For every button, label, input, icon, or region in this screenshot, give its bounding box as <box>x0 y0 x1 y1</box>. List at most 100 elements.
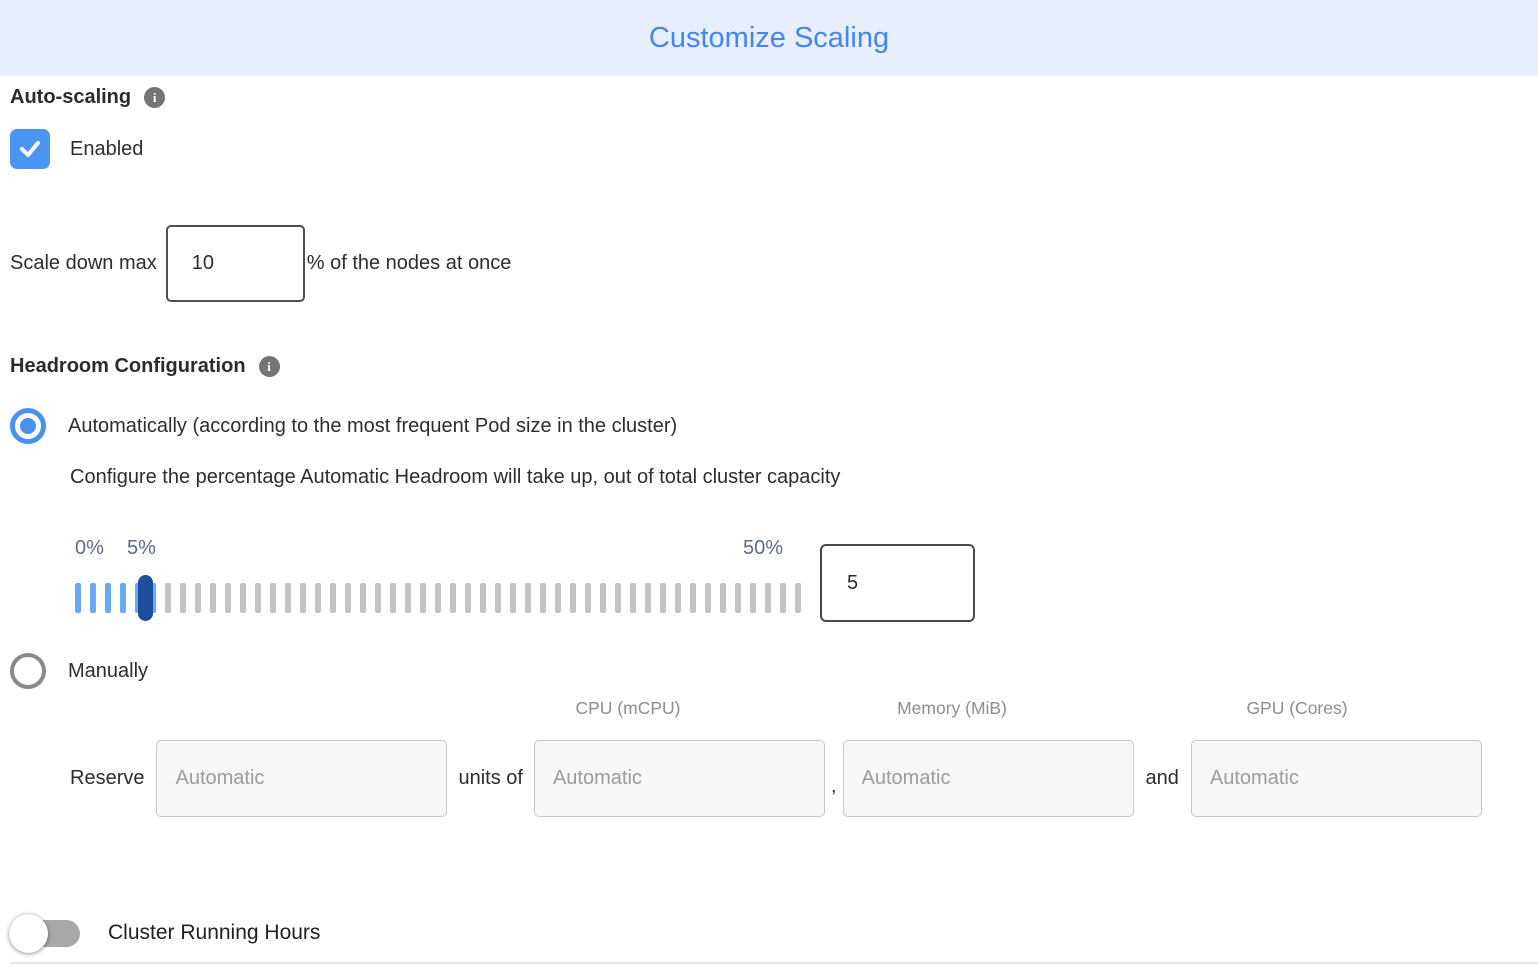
scale-down-suffix: % of the nodes at once <box>306 252 512 274</box>
and-separator: and <box>1145 767 1179 789</box>
scale-down-max-input[interactable] <box>165 225 305 302</box>
slider-tick <box>300 583 306 613</box>
auto-scaling-enabled-label: Enabled <box>70 137 144 160</box>
headroom-manual-row: Manually <box>10 653 1538 689</box>
slider-tick <box>90 583 96 613</box>
slider-tick <box>390 583 396 613</box>
slider-tick <box>420 583 426 613</box>
slider-tick <box>645 583 651 613</box>
reserve-cpu-input[interactable] <box>533 740 825 817</box>
slider-current-label: 5% <box>127 537 156 559</box>
slider-tick <box>735 583 741 613</box>
headroom-section-header: Headroom Configuration <box>10 355 1538 378</box>
slider-tick <box>150 583 156 613</box>
memory-column-header: Memory (MiB) <box>897 698 1007 718</box>
headroom-manual-label: Manually <box>68 659 149 682</box>
slider-tick <box>270 583 276 613</box>
headroom-percentage-input[interactable] <box>820 544 975 622</box>
bottom-divider <box>10 962 1538 964</box>
slider-tick <box>465 583 471 613</box>
slider-tick <box>615 583 621 613</box>
radio-dot <box>20 418 36 434</box>
slider-tick <box>720 583 726 613</box>
slider-tick <box>555 583 561 613</box>
scale-down-label: Scale down max <box>10 252 157 274</box>
auto-scaling-section-header: Auto-scaling <box>10 86 1538 109</box>
slider-tick <box>480 583 486 613</box>
info-icon[interactable] <box>258 356 280 377</box>
slider-tick <box>180 583 186 613</box>
headroom-slider: 0% 5% 50% <box>75 537 803 621</box>
slider-tick <box>540 583 546 613</box>
slider-tick <box>210 583 216 613</box>
slider-tick <box>255 583 261 613</box>
dialog-header: Customize Scaling <box>0 0 1538 76</box>
cpu-column-header: CPU (mCPU) <box>575 698 681 718</box>
reserve-row: Reserve units of , and <box>10 740 1538 817</box>
slider-tick <box>375 583 381 613</box>
auto-scaling-enabled-row: Enabled <box>10 129 1538 169</box>
headroom-automatic-row: Automatically (according to the most fre… <box>10 408 1538 444</box>
reserve-units-input[interactable] <box>156 740 448 817</box>
headroom-automatic-description: Configure the percentage Automatic Headr… <box>70 466 841 488</box>
checkmark-icon <box>16 135 44 163</box>
slider-tick <box>315 583 321 613</box>
slider-tick <box>525 583 531 613</box>
reserve-gpu-input[interactable] <box>1190 740 1482 817</box>
units-of-label: units of <box>458 767 523 789</box>
auto-scaling-label: Auto-scaling <box>10 86 132 108</box>
slider-tick <box>495 583 501 613</box>
slider-tick <box>405 583 411 613</box>
slider-tick <box>285 583 291 613</box>
dialog-title: Customize Scaling <box>648 21 890 54</box>
slider-tick <box>105 583 111 613</box>
headroom-label: Headroom Configuration <box>10 355 246 377</box>
headroom-slider-section: 0% 5% 50% <box>10 537 1538 622</box>
slider-tick <box>765 583 771 613</box>
headroom-slider-track[interactable] <box>75 575 803 621</box>
slider-tick <box>240 583 246 613</box>
slider-tick <box>630 583 636 613</box>
dialog-body: Auto-scaling Enabled Scale down max % of… <box>0 86 1538 964</box>
info-icon[interactable] <box>144 87 166 108</box>
slider-tick <box>120 583 126 613</box>
headroom-automatic-label: Automatically (according to the most fre… <box>68 414 678 437</box>
slider-tick <box>450 583 456 613</box>
slider-tick <box>165 583 171 613</box>
cluster-running-hours-label: Cluster Running Hours <box>108 921 321 944</box>
slider-min-label: 0% <box>75 537 104 559</box>
comma-separator: , <box>830 775 837 797</box>
gpu-column-header: GPU (Cores) <box>1246 698 1348 718</box>
slider-tick <box>225 583 231 613</box>
slider-tick <box>780 583 786 613</box>
slider-tick <box>705 583 711 613</box>
reserve-memory-input[interactable] <box>842 740 1134 817</box>
slider-tick <box>510 583 516 613</box>
headroom-slider-labels: 0% 5% 50% <box>75 537 803 563</box>
slider-tick <box>600 583 606 613</box>
reserve-column-headers: CPU (mCPU) Memory (MiB) GPU (Cores) <box>10 698 1538 722</box>
slider-tick <box>330 583 336 613</box>
slider-tick <box>675 583 681 613</box>
reserve-label: Reserve <box>70 767 145 789</box>
slider-tick <box>660 583 666 613</box>
headroom-slider-ticks <box>75 583 801 613</box>
cluster-running-hours-toggle[interactable] <box>9 913 80 953</box>
headroom-manual-radio[interactable] <box>10 653 46 689</box>
headroom-slider-thumb[interactable] <box>138 575 153 621</box>
slider-tick <box>690 583 696 613</box>
slider-tick <box>195 583 201 613</box>
auto-scaling-enabled-checkbox[interactable] <box>10 129 50 169</box>
cluster-running-hours-row: Cluster Running Hours <box>9 913 1538 953</box>
slider-tick <box>750 583 756 613</box>
slider-max-label: 50% <box>743 537 784 559</box>
slider-tick <box>360 583 366 613</box>
slider-tick <box>435 583 441 613</box>
slider-tick <box>585 583 591 613</box>
toggle-knob[interactable] <box>9 913 48 953</box>
slider-tick <box>75 583 81 613</box>
slider-tick <box>795 583 801 613</box>
headroom-automatic-radio[interactable] <box>10 408 46 444</box>
slider-tick <box>345 583 351 613</box>
slider-tick <box>570 583 576 613</box>
